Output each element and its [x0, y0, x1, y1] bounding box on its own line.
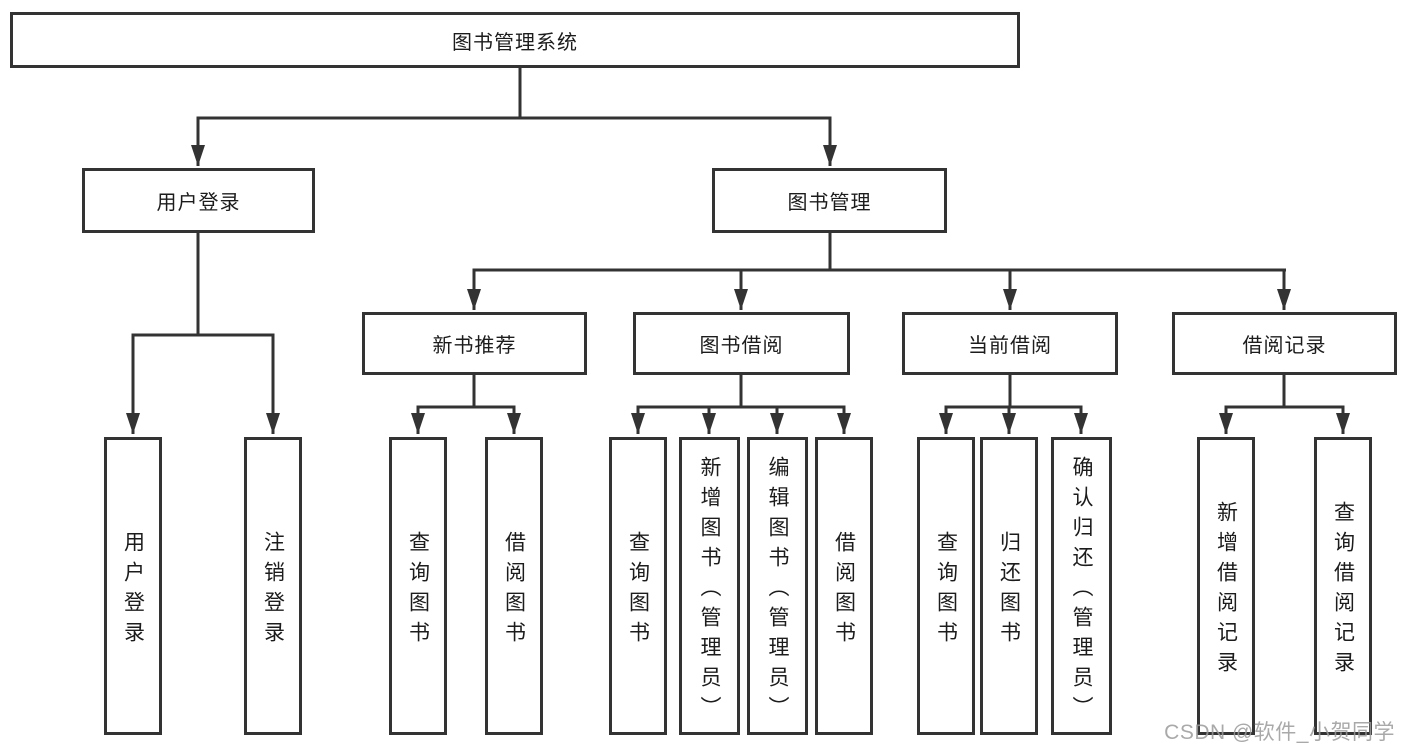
- node-book-management: 图书管理: [712, 168, 947, 233]
- node-label: 新增借阅记录: [1214, 500, 1238, 681]
- node-label: 借阅图书: [832, 530, 856, 651]
- leaf-confirm-return-admin: 确认归还（管理员）: [1051, 437, 1112, 735]
- leaf-borrow-books-1: 借阅图书: [485, 437, 543, 735]
- leaf-user-login: 用户登录: [104, 437, 162, 735]
- node-label: 用户登录: [121, 530, 145, 651]
- node-label: 新书推荐: [432, 335, 517, 357]
- leaf-logout: 注销登录: [244, 437, 302, 735]
- node-library-management-system: 图书管理系统: [10, 12, 1020, 68]
- node-label: 图书管理: [787, 192, 872, 214]
- node-book-borrowing: 图书借阅: [633, 312, 850, 375]
- leaf-add-borrow-record: 新增借阅记录: [1197, 437, 1255, 735]
- leaf-return-books: 归还图书: [980, 437, 1038, 735]
- node-label: 编辑图书（管理员）: [766, 455, 789, 726]
- node-label: 用户登录: [156, 192, 241, 214]
- node-label: 确认归还（管理员）: [1070, 455, 1093, 726]
- node-label: 图书管理系统: [452, 31, 578, 54]
- node-label: 借阅图书: [502, 530, 526, 651]
- node-label: 查询图书: [934, 530, 958, 651]
- node-label: 查询图书: [406, 530, 430, 651]
- leaf-edit-books-admin: 编辑图书（管理员）: [747, 437, 808, 735]
- node-label: 注销登录: [261, 530, 285, 651]
- node-label: 当前借阅: [968, 335, 1052, 357]
- node-label: 新增图书（管理员）: [698, 455, 721, 726]
- node-user-login: 用户登录: [82, 168, 315, 233]
- node-borrowing-records: 借阅记录: [1172, 312, 1397, 375]
- node-label: 归还图书: [997, 530, 1021, 651]
- leaf-query-books-2: 查询图书: [609, 437, 667, 735]
- node-label: 查询图书: [626, 530, 650, 651]
- node-label: 图书借阅: [699, 335, 784, 357]
- leaf-borrow-books-2: 借阅图书: [815, 437, 873, 735]
- leaf-add-books-admin: 新增图书（管理员）: [679, 437, 740, 735]
- node-new-book-recommendation: 新书推荐: [362, 312, 587, 375]
- leaf-query-borrow-record: 查询借阅记录: [1314, 437, 1372, 735]
- node-current-borrowing: 当前借阅: [902, 312, 1118, 375]
- node-label: 查询借阅记录: [1331, 500, 1355, 681]
- csdn-watermark: CSDN @软件_小贺同学: [1164, 721, 1395, 744]
- leaf-query-books-3: 查询图书: [917, 437, 975, 735]
- node-label: 借阅记录: [1242, 335, 1327, 357]
- leaf-query-books-1: 查询图书: [389, 437, 447, 735]
